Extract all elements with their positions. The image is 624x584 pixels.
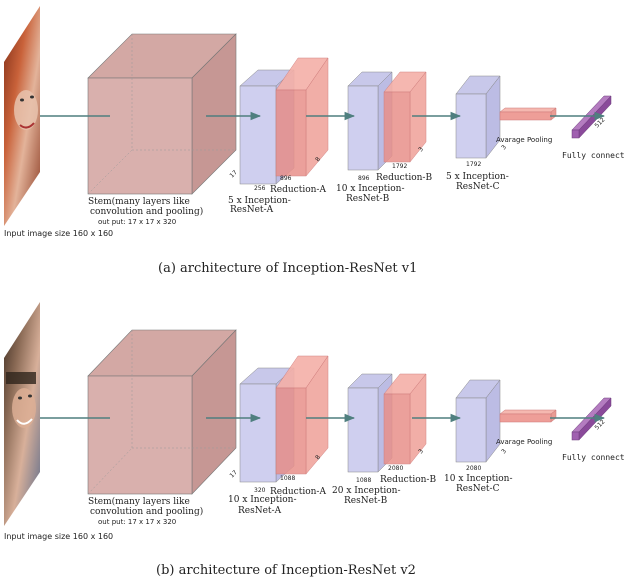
inc-a-label2-v2: ResNet-A [238,506,282,516]
inc-a-dim-v2: 320 [254,487,266,494]
panel-v2: Input image size 160 x 160 17 Stem(many … [4,302,624,578]
inc-c-label2-v1: ResNet-C [456,182,500,192]
stem-label2-v2: convolution and pooling) [90,506,203,517]
stem-dim-v2: 17 [228,469,238,479]
fc-block-v2 [571,397,612,441]
inc-b-label-v2: 20 x Inception- [332,486,400,496]
stem-block-v2 [87,329,237,495]
red-b-depth-v1: 3 [417,146,425,154]
red-b-dim-v2: 2080 [388,465,403,472]
fc-label-v1: Fully connect [562,151,624,160]
reduction-a-block-v1 [275,57,329,177]
red-a-depth-v2: 8 [314,454,322,462]
inc-a-label-v1: 5 x Inception- [228,196,291,206]
panel-v1: Input image size 160 x 160 17 Stem(many … [4,6,624,276]
inc-c-depth-v1: 3 [500,144,508,152]
input-image-v2 [4,302,40,526]
inception-c-block-v1 [455,75,501,159]
inc-b-label2-v2: ResNet-B [344,496,388,506]
pool-label-v1: Avarage Pooling [496,136,552,144]
fc-label-v2: Fully connect [562,453,624,462]
stem-label2-v1: convolution and pooling) [90,206,203,217]
red-b-label-v1: Reduction-B [376,173,432,183]
pool-label-v2: Avarage Pooling [496,438,552,446]
red-a-label-v1: Reduction-A [270,185,326,195]
inc-a-label2-v1: ResNet-A [230,205,274,215]
red-a-dim-v2: 1088 [280,475,295,482]
stem-out-v1: out put: 17 x 17 x 320 [98,218,176,226]
input-image-v1 [4,6,40,226]
caption-v1: (a) architecture of Inception-ResNet v1 [158,261,417,276]
inc-c-label-v1: 5 x Inception- [446,172,509,182]
red-a-depth-v1: 8 [314,156,322,164]
red-b-dim-v1: 1792 [392,163,407,170]
reduction-b-block-v1 [383,71,427,163]
reduction-a-block-v2 [275,355,329,475]
inc-c-depth-v2: 3 [500,448,508,456]
inc-b-label2-v1: ResNet-B [346,194,390,204]
reduction-b-block-v2 [383,373,427,465]
inc-a-dim-v1: 256 [254,185,266,192]
inc-b-dim-v2: 1088 [356,477,371,484]
inc-b-label-v1: 10 x Inception- [336,184,404,194]
stem-label-v2: Stem(many layers like [88,496,190,507]
inc-c-label2-v2: ResNet-C [456,484,500,494]
stem-block-v1 [87,33,237,195]
stem-label-v1: Stem(many layers like [88,196,190,207]
avg-pool-block-v1 [499,107,557,121]
stem-out-v2: out put: 17 x 17 x 320 [98,518,176,526]
inc-b-dim-v1: 896 [358,175,370,182]
red-a-dim-v1: 896 [280,175,292,182]
inception-c-block-v2 [455,379,501,463]
inc-c-label-v2: 10 x Inception- [444,474,512,484]
red-b-label-v2: Reduction-B [380,475,436,485]
inc-a-label-v2: 10 x Inception- [228,495,296,505]
stem-dim-v1: 17 [228,169,238,179]
avg-pool-block-v2 [499,409,557,423]
input-label-v2: Input image size 160 x 160 [4,532,113,541]
red-b-depth-v2: 3 [417,448,425,456]
input-label-v1: Input image size 160 x 160 [4,229,113,238]
inc-c-dim-v1: 1792 [466,161,481,168]
inc-c-dim-v2: 2080 [466,465,481,472]
red-a-label-v2: Reduction-A [270,487,326,497]
fc-block-v1 [571,95,612,139]
caption-v2: (b) architecture of Inception-ResNet v2 [156,563,416,578]
